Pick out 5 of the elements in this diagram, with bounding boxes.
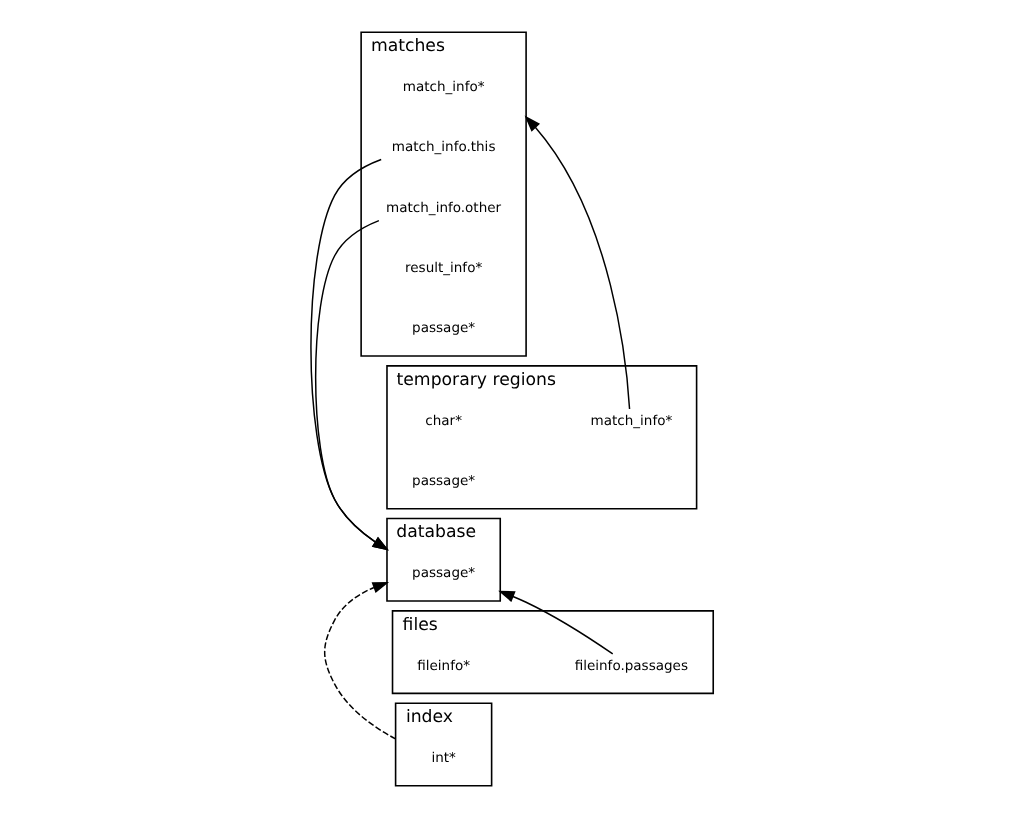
arrow xyxy=(323,582,397,740)
arrow xyxy=(310,158,389,551)
arrow xyxy=(524,115,631,410)
arrow xyxy=(498,590,614,655)
arrow xyxy=(314,219,389,551)
